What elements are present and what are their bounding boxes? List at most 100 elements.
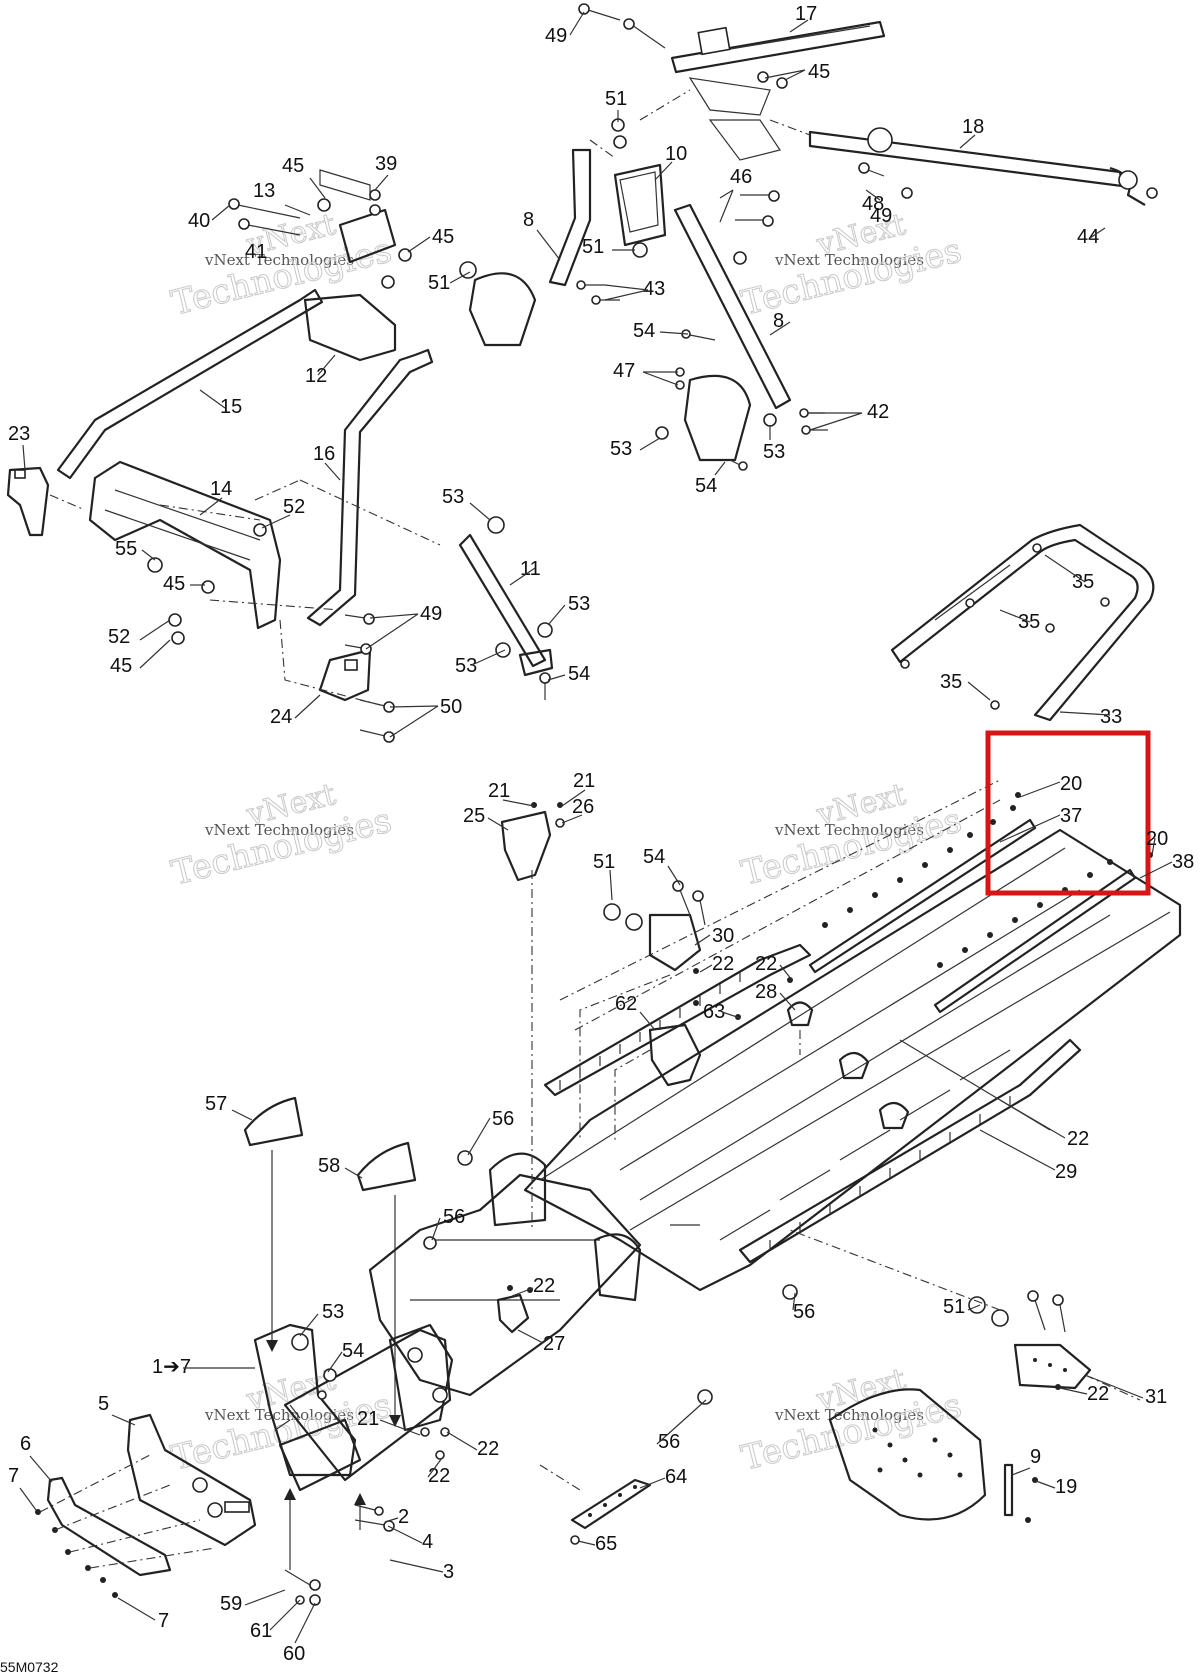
assembly-arrows: [266, 1320, 401, 1570]
callout-label: 35: [940, 671, 962, 693]
callout-label: 1➔7: [152, 1356, 191, 1378]
callout-label: 53: [610, 438, 632, 460]
callout-label: 9: [1030, 1446, 1041, 1468]
callout-label: 59: [220, 1593, 242, 1615]
callout-label: 5: [98, 1393, 109, 1415]
callout-label: 26: [572, 796, 594, 818]
callout-label: 60: [283, 1643, 305, 1665]
callout-label: 54: [568, 663, 590, 685]
callout-label: 8: [773, 310, 784, 332]
callout-label: 23: [8, 423, 30, 445]
callout-label: 25: [463, 805, 485, 827]
callout-label: 18: [962, 116, 984, 138]
watermark-small: vNext Technologies: [204, 251, 354, 269]
callout-label: 45: [808, 61, 830, 83]
callout-label: 39: [375, 153, 397, 175]
callout-label: 20: [1146, 828, 1168, 850]
frame-15-16: [56, 169, 434, 627]
callout-label: 22: [1087, 1383, 1109, 1405]
callout-label: 53: [763, 441, 785, 463]
callout-label: 56: [443, 1206, 465, 1228]
crossmember-14: [88, 460, 282, 645]
callout-label: 22: [755, 953, 777, 975]
callout-label: 49: [420, 603, 442, 625]
callout-label: 20: [1060, 773, 1082, 795]
callout-label: 51: [593, 851, 615, 873]
insert-58: [356, 1141, 417, 1395]
callout-label: 15: [220, 396, 242, 418]
callout-label: 7: [158, 1610, 169, 1632]
callout-label: 51: [582, 236, 604, 258]
watermark-small: vNext Technologies: [204, 1406, 354, 1424]
callout-label: 27: [543, 1333, 565, 1355]
callout-label: 45: [432, 226, 454, 248]
bracket-62: [614, 1000, 741, 1140]
callout-label: 6: [20, 1433, 31, 1455]
callout-label: 51: [605, 88, 627, 110]
bracket-27: [496, 1285, 533, 1334]
callout-label: 53: [322, 1301, 344, 1323]
callout-label: 45: [163, 573, 185, 595]
lower-arm-18: [808, 127, 1146, 206]
bumper-33: [890, 523, 1155, 722]
callout-label: 13: [253, 180, 275, 202]
callout-label: 53: [442, 486, 464, 508]
callout-label: 49: [545, 25, 567, 47]
callout-label: 10: [665, 143, 687, 165]
callout-label: 53: [568, 593, 590, 615]
bracket-9: [1003, 1463, 1038, 1523]
callout-label: 54: [695, 475, 717, 497]
callout-label: 62: [615, 993, 637, 1015]
callout-label: 40: [188, 210, 210, 232]
callout-label: 47: [613, 360, 635, 382]
callout-label: 54: [643, 846, 665, 868]
callout-label: 33: [1100, 706, 1122, 728]
watermark-small: vNext Technologies: [204, 821, 354, 839]
watermark-small: vNext Technologies: [774, 251, 924, 269]
callout-label: 56: [793, 1301, 815, 1323]
bracket-23: [6, 466, 50, 537]
highlight-box: [985, 730, 1151, 896]
leader-lines: [19, 11, 1173, 1644]
callout-label: 3: [443, 1561, 454, 1583]
callout-label: 56: [658, 1431, 680, 1453]
assembly-lines-upper: [49, 89, 811, 706]
callout-label: 21: [573, 770, 595, 792]
diagram-code: 55M0732: [0, 1659, 59, 1675]
callout-label: 35: [1072, 571, 1094, 593]
insert-57: [243, 1096, 304, 1320]
front-suspension-assembly: [253, 1323, 454, 1492]
callout-label: 37: [1060, 805, 1082, 827]
callout-label: 54: [633, 320, 655, 342]
callout-label: 45: [282, 155, 304, 177]
callout-label: 19: [1055, 1476, 1077, 1498]
callout-label: 8: [523, 209, 534, 231]
upper-arm-17: [670, 20, 886, 161]
callout-label: 51: [428, 272, 450, 294]
callout-label: 7: [8, 1465, 19, 1487]
callout-label: 22: [712, 953, 734, 975]
callout-label: 49: [870, 205, 892, 227]
callout-label: 38: [1172, 851, 1194, 873]
rails-37-38: [808, 792, 1153, 1014]
center-arms-8-10: [459, 118, 828, 471]
callout-label: 2: [398, 1506, 409, 1528]
callout-label: 45: [110, 655, 132, 677]
bracket-30: [579, 880, 706, 1140]
callout-label: 61: [250, 1620, 272, 1642]
watermarks: vNext Technologies vNext Technologies vN…: [167, 207, 966, 1480]
callout-label: 16: [313, 443, 335, 465]
callout-label: 14: [210, 478, 232, 500]
callout-label: 21: [488, 780, 510, 802]
tunnel-chassis: [523, 779, 1182, 1292]
front-bulkhead: [368, 1150, 798, 1405]
callout-label: 22: [1067, 1128, 1089, 1150]
callout-label: 4: [422, 1531, 433, 1553]
rear-panel: [828, 1388, 987, 1521]
bracket-31: [789, 1229, 1141, 1401]
ski-leg-5: [126, 1413, 257, 1547]
callout-label: 30: [712, 925, 734, 947]
callout-label: 58: [318, 1155, 340, 1177]
watermark-small: vNext Technologies: [774, 1406, 924, 1424]
